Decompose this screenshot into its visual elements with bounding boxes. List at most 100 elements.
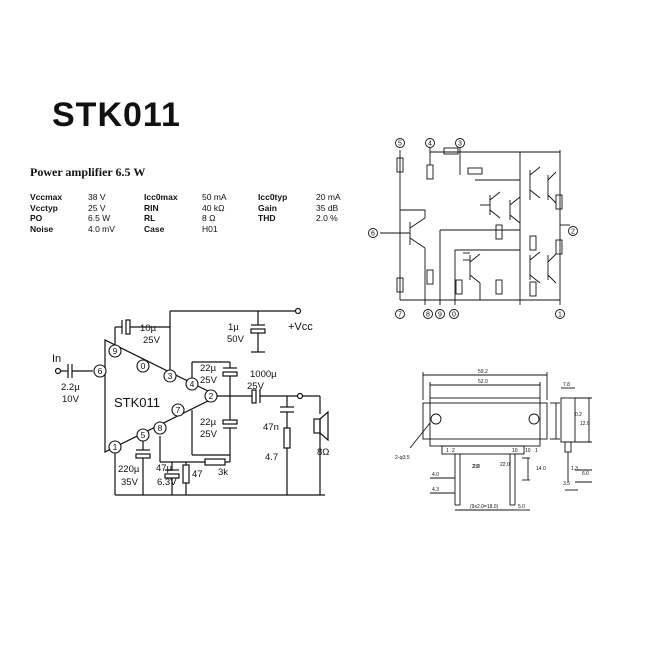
internal-pin-number: 1 xyxy=(558,312,562,319)
dimension-label: 6.0 xyxy=(582,471,589,477)
pin-number: 1 xyxy=(113,442,118,452)
internal-pin-circle xyxy=(555,309,565,319)
c-vcc-value: 1µ xyxy=(228,322,239,333)
spec-value: 25 V xyxy=(88,202,106,213)
spec-value: 38 V xyxy=(88,192,106,202)
spec-key: RIN xyxy=(144,202,159,213)
c-out-voltage: 25V xyxy=(247,381,265,392)
internal-pin-circle xyxy=(455,138,465,148)
pin-number: 2 xyxy=(209,391,214,401)
spec-value: 4.0 mV xyxy=(88,223,115,234)
dimension-label: 1.3 xyxy=(571,466,578,472)
pin-number: 9 xyxy=(113,346,118,356)
pin-number: 7 xyxy=(176,405,181,415)
dimension-label: 4.0 xyxy=(432,472,439,478)
vcc-label: +Vcc xyxy=(288,321,313,333)
pin-circle xyxy=(136,428,150,442)
c9-voltage: 25V xyxy=(143,335,161,346)
package-pin-mark: 1 xyxy=(446,448,449,454)
spec-value: 35 dB xyxy=(316,202,339,213)
hole-label: 2-φ3.5 xyxy=(395,455,410,461)
internal-schematic xyxy=(380,147,570,305)
c5-voltage: 35V xyxy=(121,477,139,488)
pin-number: 6 xyxy=(98,366,103,376)
pin-circle xyxy=(153,421,167,435)
input-label: In xyxy=(52,353,61,365)
c-in-voltage: 10V xyxy=(62,394,80,405)
internal-pin-number: 4 xyxy=(428,141,432,148)
internal-pin-number: 5 xyxy=(398,141,402,148)
spec-key: Vccmax xyxy=(30,192,63,202)
internal-pin-circle xyxy=(449,309,459,319)
c8-voltage: 6.3V xyxy=(157,477,177,488)
spec-value: 6.5 W xyxy=(88,213,111,223)
chip-label: STK011 xyxy=(114,395,160,410)
c7-voltage: 25V xyxy=(200,429,218,440)
c4-voltage: 25V xyxy=(200,375,218,386)
dimension-label: (9x2.0=18.0) xyxy=(470,504,499,510)
internal-pin-number: 9 xyxy=(438,312,442,319)
c-in-value: 2.2µ xyxy=(61,382,80,393)
pin-number: 8 xyxy=(158,423,163,433)
r3k-value: 3k xyxy=(218,467,228,478)
circuit-labels: In +Vcc STK011 2.2µ 10V 10µ 25V 1µ 50V 2… xyxy=(52,321,329,488)
pin-circle xyxy=(108,440,122,454)
pin-number: 4 xyxy=(190,379,195,389)
spec-key: Case xyxy=(144,223,165,234)
spec-value: 2.0 % xyxy=(316,213,338,223)
dimension-label: 0.2 xyxy=(575,412,582,418)
dimension-label: 22.0 xyxy=(500,462,510,468)
page-subtitle: Power amplifier 6.5 W xyxy=(30,165,146,179)
dimension-label: 2.0 xyxy=(472,464,479,470)
c7-value: 22µ xyxy=(200,417,217,428)
circuit-pins: 9 0 3 6 4 2 1 5 8 7 xyxy=(93,344,218,454)
internal-pin-circle xyxy=(425,138,435,148)
speaker-label: 8Ω xyxy=(317,447,329,458)
c8-value: 47µ xyxy=(156,463,173,474)
spec-key: Gain xyxy=(258,202,277,213)
internal-pin-number: 6 xyxy=(371,231,375,238)
package-pin-mark: 10 xyxy=(512,448,518,454)
pin-circle xyxy=(185,377,199,391)
spec-value: H01 xyxy=(202,223,218,234)
application-circuit xyxy=(54,307,329,496)
pin-number: 5 xyxy=(141,430,146,440)
internal-pin-number: 8 xyxy=(426,312,430,319)
r47-value: 47 xyxy=(192,469,203,480)
dimension-label: 7.8 xyxy=(563,382,570,388)
r4-7-value: 4.7 xyxy=(265,452,278,463)
dimension-label: 14.0 xyxy=(536,466,546,472)
pin-number: 0 xyxy=(141,361,146,371)
spec-key: RL xyxy=(144,213,156,223)
pin-circle xyxy=(171,403,185,417)
package-drawing xyxy=(409,372,592,511)
spec-key: THD xyxy=(258,213,276,223)
c4-value: 22µ xyxy=(200,363,217,374)
page-title: STK011 xyxy=(52,96,181,134)
internal-pin-circle xyxy=(395,138,405,148)
spec-key: Icc0max xyxy=(144,192,178,202)
pin-circle xyxy=(93,364,107,378)
internal-pin-circle xyxy=(395,309,405,319)
dimension-label: 4.3 xyxy=(432,487,439,493)
dimension-label: 1 xyxy=(535,448,538,454)
pin-number: 3 xyxy=(168,371,173,381)
dimension-label: 3.5 xyxy=(563,481,570,487)
c9-value: 10µ xyxy=(140,323,157,334)
internal-pin-number: 2 xyxy=(571,229,575,236)
pin-circle xyxy=(136,359,150,373)
internal-pin-circle xyxy=(435,309,445,319)
spec-key: PO xyxy=(30,213,43,223)
dimension-label: 10 xyxy=(525,448,531,454)
internal-pin-number: 3 xyxy=(458,141,462,148)
spec-value: 20 mA xyxy=(316,192,341,202)
internal-pin-circle xyxy=(423,309,433,319)
pin-circle xyxy=(108,344,122,358)
pin-circle xyxy=(163,369,177,383)
c5-value: 220µ xyxy=(118,464,140,475)
